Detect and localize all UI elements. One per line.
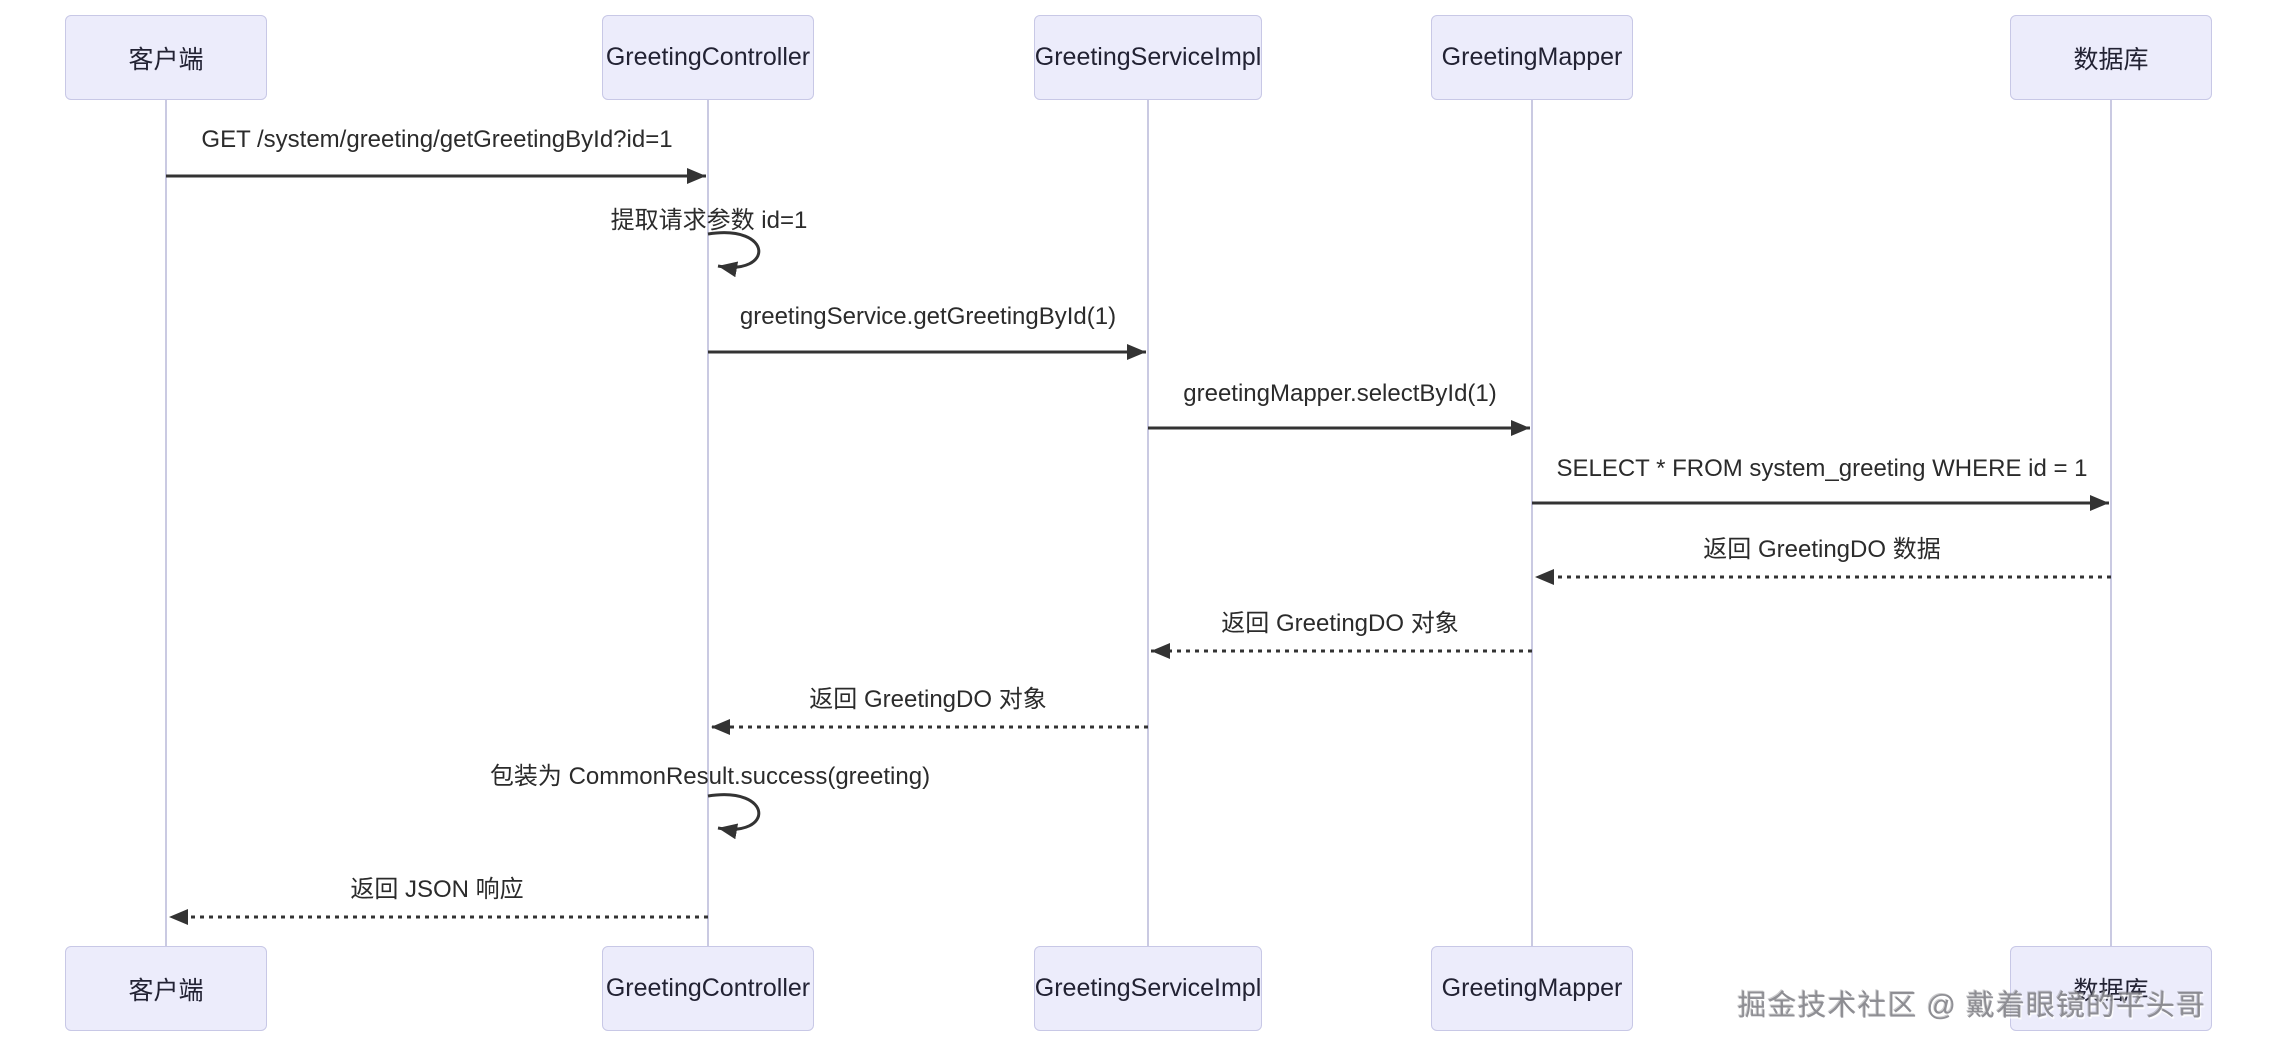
- participant-bottom-mapper: GreetingMapper: [1431, 946, 1633, 1031]
- message-label-return-do-data: 返回 GreetingDO 数据: [1703, 536, 1941, 563]
- self-loop-extract-param: [707, 231, 761, 278]
- participant-label: 客户端: [128, 976, 204, 1005]
- participant-label: 客户端: [128, 45, 204, 74]
- message-label-return-do-object-service: 返回 GreetingDO 对象: [1221, 610, 1459, 637]
- participant-label: GreetingController: [605, 974, 811, 1002]
- participant-bottom-client: 客户端: [65, 946, 267, 1031]
- participant-top-mapper: GreetingMapper: [1431, 15, 1633, 100]
- participant-label: 数据库: [2073, 976, 2149, 1005]
- participant-top-service: GreetingServiceImpl: [1034, 15, 1262, 100]
- participant-top-client: 客户端: [65, 15, 267, 100]
- message-label-mapper-call: greetingMapper.selectById(1): [1183, 380, 1497, 407]
- participant-bottom-controller: GreetingController: [602, 946, 814, 1031]
- participant-label: 数据库: [2073, 45, 2149, 74]
- participant-bottom-service: GreetingServiceImpl: [1034, 946, 1262, 1031]
- message-label-return-json: 返回 JSON 响应: [350, 876, 524, 903]
- self-loop-wrap-result: [707, 793, 761, 840]
- message-label-extract-param: 提取请求参数 id=1: [610, 207, 808, 234]
- participant-label: GreetingController: [605, 43, 811, 71]
- message-label-sql-query: SELECT * FROM system_greeting WHERE id =…: [1556, 455, 2088, 482]
- participant-top-controller: GreetingController: [602, 15, 814, 100]
- participant-bottom-database: 数据库: [2010, 946, 2212, 1031]
- message-label-wrap-result: 包装为 CommonResult.success(greeting): [489, 763, 931, 790]
- watermark: 掘金技术社区 @ 戴着眼镜的平头哥: [1737, 990, 2206, 1022]
- message-label-return-do-object-controller: 返回 GreetingDO 对象: [809, 686, 1047, 713]
- participant-label: GreetingServiceImpl: [1034, 974, 1262, 1002]
- participant-label: GreetingMapper: [1441, 974, 1623, 1002]
- message-label-service-call: greetingService.getGreetingById(1): [739, 303, 1117, 330]
- participant-label: GreetingMapper: [1441, 43, 1623, 71]
- participant-label: GreetingServiceImpl: [1034, 43, 1262, 71]
- message-label-get-request: GET /system/greeting/getGreetingById?id=…: [201, 126, 673, 153]
- participant-top-database: 数据库: [2010, 15, 2212, 100]
